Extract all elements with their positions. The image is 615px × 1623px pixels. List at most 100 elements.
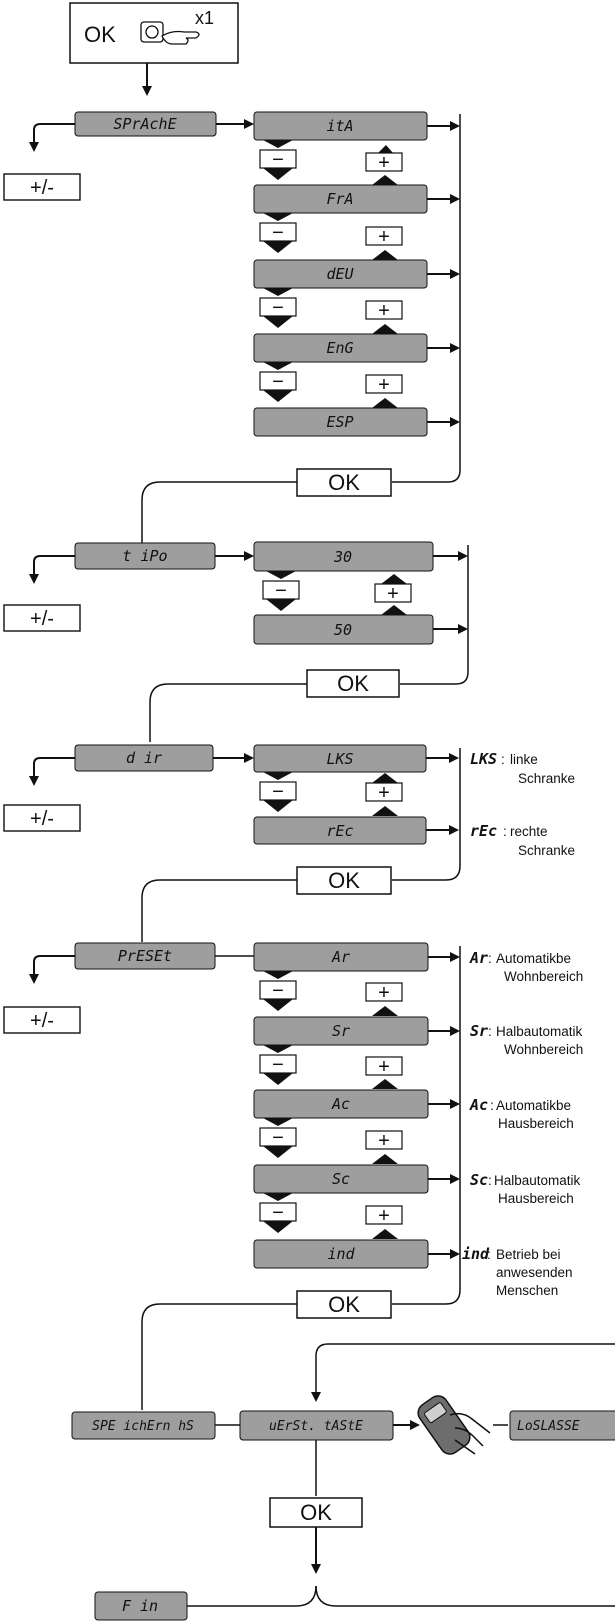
svg-text::: :: [488, 951, 492, 966]
store-ok-box: [269, 1497, 363, 1528]
start-ok-text: OK: [84, 22, 116, 47]
press-key-label: uErSt. tAStE: [269, 1419, 363, 1434]
preset-note-ar: Ar : Automatikbe Wohnbereich: [469, 949, 583, 984]
sprache-option-ita: itA: [253, 111, 460, 141]
sprache-nav-2: − +: [259, 213, 403, 260]
svg-text:−: −: [272, 297, 284, 319]
svg-text:rechte: rechte: [510, 824, 548, 839]
svg-text:+/-: +/-: [30, 808, 54, 830]
svg-text:+: +: [378, 782, 390, 804]
svg-text:+/-: +/-: [30, 1010, 54, 1032]
preset-option-ac: Ac: [253, 1089, 460, 1119]
sprache-option-esp: ESP: [253, 407, 460, 437]
svg-text:30: 30: [333, 548, 352, 566]
svg-text:LKS: LKS: [470, 750, 497, 768]
store-label: SPE ichErn hS: [92, 1419, 194, 1434]
svg-text:FrA: FrA: [326, 190, 353, 208]
svg-text:Wohnbereich: Wohnbereich: [504, 1042, 583, 1057]
preset-note-sc: Sc : Halbautomatik Hausbereich: [470, 1171, 581, 1206]
svg-text:Hausbereich: Hausbereich: [498, 1191, 574, 1206]
tipo-nav-1: − +: [262, 571, 412, 615]
svg-text:+: +: [387, 583, 399, 605]
svg-text:itA: itA: [326, 117, 353, 135]
preset-option-ind: ind: [253, 1239, 460, 1269]
preset-note-ac: Ac : Automatikbe Hausbereich: [469, 1096, 574, 1131]
svg-text::: :: [487, 1247, 491, 1262]
svg-text:OK: OK: [337, 671, 369, 696]
press-count-text: x1: [195, 8, 214, 28]
sprache-option-fra: FrA: [253, 184, 460, 214]
svg-text:−: −: [272, 1054, 284, 1076]
sprache-plusminus-box: [3, 173, 81, 201]
svg-text:Automatikbe: Automatikbe: [496, 1098, 571, 1113]
preset-nav-2: − +: [259, 1045, 403, 1089]
dir-option-rec: rEc: [253, 816, 459, 845]
svg-text:Schranke: Schranke: [518, 843, 575, 858]
dir-option-lks: LKS: [253, 744, 459, 773]
sprache-plusminus-text: +/-: [30, 177, 54, 199]
svg-text:Ac: Ac: [331, 1095, 350, 1113]
preset-plusminus-box: [3, 1006, 81, 1034]
tipo-option-30: 30: [253, 541, 468, 572]
svg-text:Schranke: Schranke: [518, 771, 575, 786]
preset-option-ar: Ar: [253, 942, 460, 972]
svg-text:OK: OK: [328, 868, 360, 893]
sprache-title: SPrAchE: [113, 115, 176, 133]
tipo-ok-box: [306, 669, 400, 698]
svg-text:+: +: [378, 1205, 390, 1227]
dir-plusminus-box: [3, 804, 81, 832]
svg-text:+: +: [378, 152, 390, 174]
sprache-nav-1: − +: [259, 140, 403, 185]
svg-text:Halbautomatik: Halbautomatik: [496, 1024, 583, 1039]
svg-text:Automatikbe: Automatikbe: [496, 951, 571, 966]
svg-text:+: +: [378, 1130, 390, 1152]
svg-text:dEU: dEU: [326, 265, 354, 283]
svg-text:ind: ind: [462, 1245, 490, 1263]
preset-option-sc: Sc: [253, 1164, 460, 1194]
svg-text:Sr: Sr: [470, 1022, 488, 1040]
preset-nav-4: − +: [259, 1193, 403, 1239]
svg-text::: :: [488, 1024, 492, 1039]
svg-text:Sc: Sc: [470, 1171, 488, 1189]
svg-text::: :: [490, 1098, 494, 1113]
svg-text:+: +: [378, 982, 390, 1004]
svg-text:rEc: rEc: [326, 822, 353, 840]
store-section: SPE ichErn hS uErSt. tAStE LoSLASSE OK F…: [71, 1343, 615, 1621]
svg-text:Ar: Ar: [469, 949, 488, 967]
svg-text:Sc: Sc: [332, 1170, 350, 1188]
start-box: OK x1: [69, 2, 239, 64]
svg-text::: :: [503, 824, 507, 839]
preset-note-sr: Sr : Halbautomatik Wohnbereich: [470, 1022, 583, 1057]
svg-text:+: +: [378, 226, 390, 248]
dir-ok-box: [296, 866, 392, 895]
svg-text:−: −: [272, 1127, 284, 1149]
preset-title: PrESEt: [118, 947, 172, 965]
svg-text:Ar: Ar: [331, 948, 350, 966]
tipo-section: t iPo +/- 30 50 − + OK: [3, 541, 469, 742]
tipo-title: t iPo: [122, 547, 167, 565]
svg-text:OK: OK: [328, 1292, 360, 1317]
svg-text:ESP: ESP: [326, 413, 353, 431]
svg-text:linke: linke: [510, 752, 538, 767]
svg-text:Wohnbereich: Wohnbereich: [504, 969, 583, 984]
sprache-ok-box: [296, 468, 392, 497]
svg-text:+: +: [378, 300, 390, 322]
tipo-option-50: 50: [253, 614, 468, 645]
svg-text:−: −: [275, 580, 287, 602]
svg-text:−: −: [272, 980, 284, 1002]
svg-text:−: −: [272, 149, 284, 171]
svg-text:LKS: LKS: [326, 750, 353, 768]
svg-text:rEc: rEc: [470, 822, 497, 840]
svg-text:50: 50: [334, 621, 352, 639]
svg-text:Betrieb bei: Betrieb bei: [496, 1247, 561, 1262]
sprache-option-eng: EnG: [253, 333, 460, 363]
dir-note-lks: LKS : linke Schranke: [470, 750, 575, 786]
svg-text:−: −: [272, 781, 284, 803]
svg-text::: :: [501, 752, 505, 767]
sprache-nav-3: − +: [259, 288, 403, 334]
preset-nav-3: − +: [259, 1118, 403, 1164]
remote-control-hand-icon: [417, 1395, 491, 1455]
svg-text:−: −: [272, 371, 284, 393]
svg-text:Ac: Ac: [469, 1096, 488, 1114]
